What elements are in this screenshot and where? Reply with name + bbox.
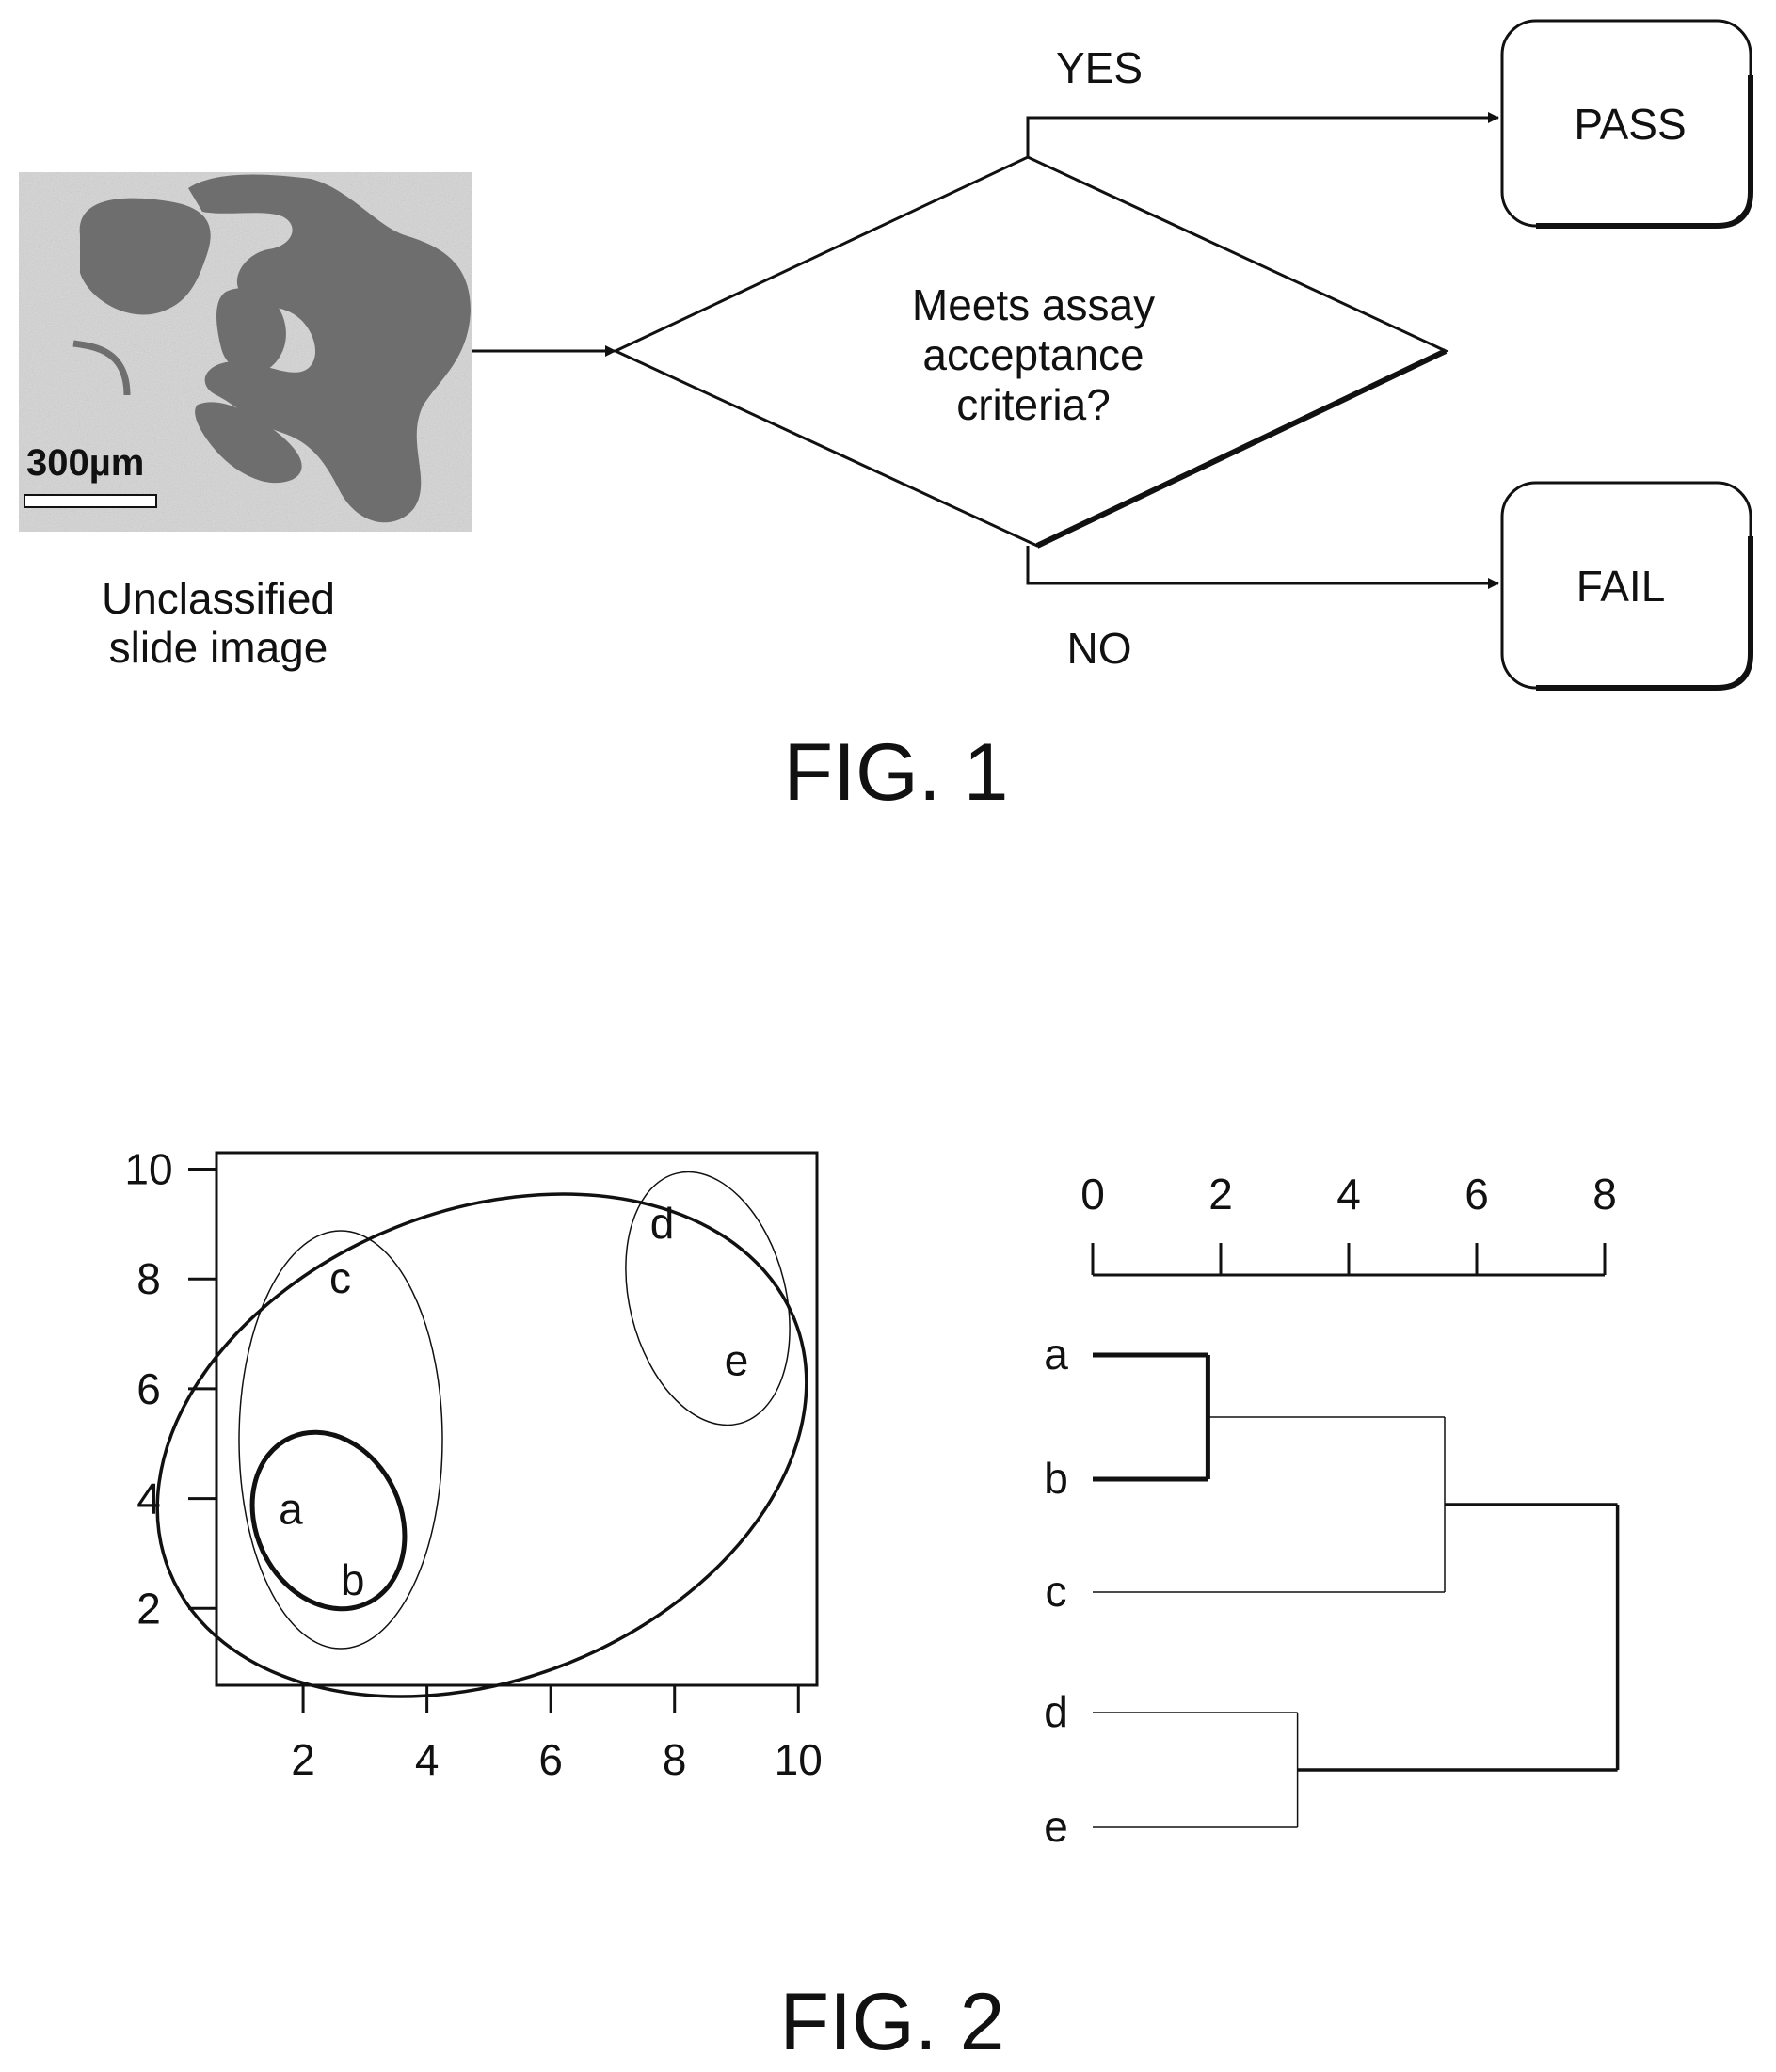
yes-arrow — [1028, 118, 1498, 157]
fig1-label: FIG. 1 — [784, 727, 1009, 818]
dendrogram-tick-label: 6 — [1464, 1170, 1489, 1219]
dendrogram-tick-label: 8 — [1592, 1170, 1617, 1219]
y-tick-label: 6 — [136, 1364, 161, 1413]
fig2-scatter-plot: 2 4 6 8 10 2 4 6 8 10 ab c d e — [82, 1102, 882, 1789]
leaf-b: b — [1044, 1454, 1068, 1503]
no-arrow — [1028, 546, 1498, 583]
point-c: c — [329, 1253, 351, 1302]
point-b: b — [341, 1555, 365, 1604]
image-caption-line-1: Unclassified — [102, 574, 335, 623]
decision-text-line-1: Meets assay — [912, 280, 1155, 329]
y-tick-label: 2 — [136, 1584, 161, 1633]
leaf-a: a — [1044, 1330, 1068, 1379]
decision-text-line-2: acceptance — [922, 330, 1144, 379]
image-caption-line-2: slide image — [109, 623, 328, 672]
decision-text-line-3: criteria? — [956, 380, 1111, 429]
yes-label: YES — [1056, 43, 1143, 92]
dendrogram-distance-axis: 0 2 4 6 8 — [1080, 1170, 1617, 1275]
fail-label: FAIL — [1576, 562, 1666, 611]
leaf-e: e — [1044, 1802, 1068, 1851]
no-label: NO — [1067, 624, 1132, 673]
pass-label: PASS — [1574, 100, 1686, 149]
y-tick-label: 8 — [136, 1254, 161, 1303]
y-axis: 246810 — [124, 1145, 216, 1634]
x-tick-label: 10 — [775, 1735, 823, 1784]
fig2-label: FIG. 2 — [780, 1977, 1005, 2067]
point-d: d — [650, 1199, 675, 1248]
x-axis: 2 4 6 8 10 — [291, 1685, 823, 1784]
leaf-c: c — [1046, 1567, 1067, 1616]
point-e: e — [725, 1336, 749, 1385]
plot-frame — [216, 1153, 817, 1685]
dendrogram-tick-label: 4 — [1336, 1170, 1361, 1219]
x-tick-label: 4 — [415, 1735, 440, 1784]
y-tick-label: 10 — [124, 1145, 172, 1194]
x-tick-label: 8 — [663, 1735, 687, 1784]
scale-bar — [24, 495, 156, 507]
slide-image: 300µm — [19, 172, 472, 532]
dendrogram-tick-label: 2 — [1208, 1170, 1233, 1219]
fig1: 300µm Unclassified slide image Meets ass… — [19, 21, 1751, 818]
x-tick-label: 6 — [538, 1735, 563, 1784]
leaf-d: d — [1044, 1687, 1068, 1736]
scale-bar-label: 300µm — [26, 442, 144, 484]
dendrogram-leaf-labels: a b c d e — [1044, 1330, 1068, 1851]
dendrogram-links — [1093, 1355, 1618, 1827]
point-a: a — [279, 1484, 303, 1533]
fig2-dendrogram: 0 2 4 6 8 a b c d e — [1044, 1170, 1617, 1851]
cluster-ring-ab — [224, 1408, 433, 1634]
x-tick-label: 2 — [291, 1735, 315, 1784]
dendrogram-tick-label: 0 — [1080, 1170, 1105, 1219]
